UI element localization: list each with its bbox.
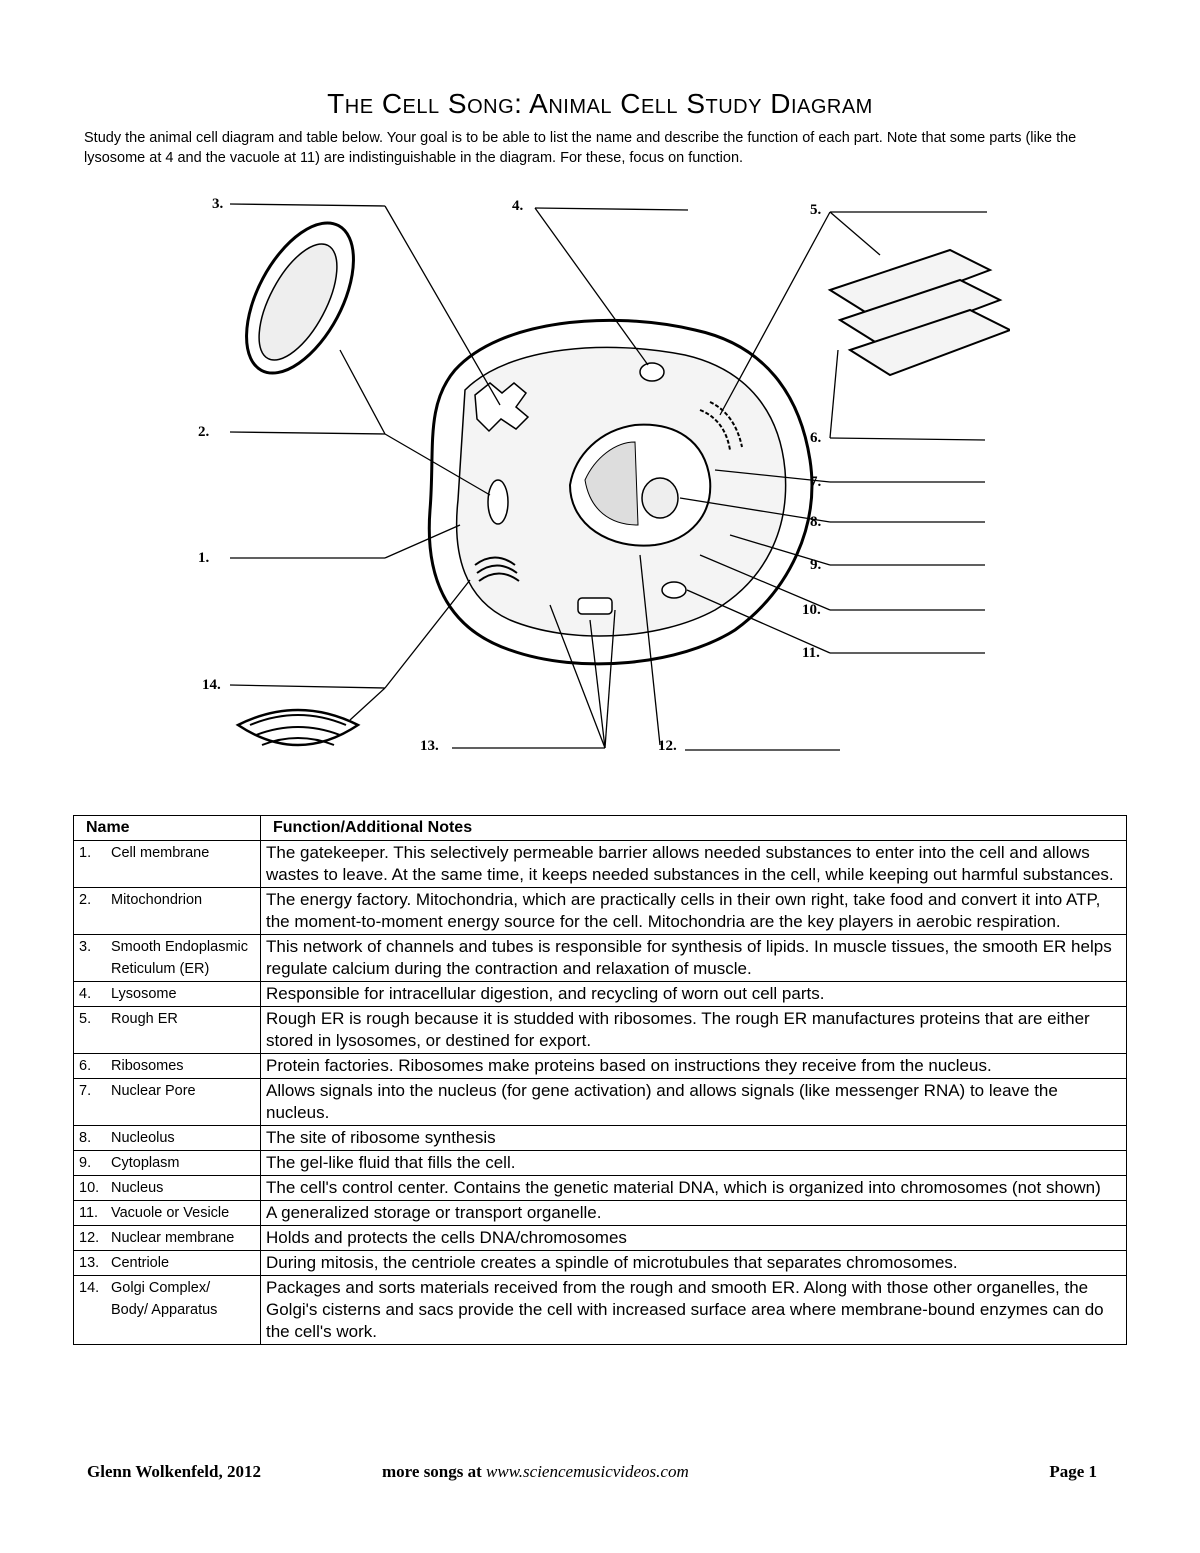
row-name: Ribosomes: [111, 1055, 251, 1077]
row-notes: During mitosis, the centriole creates a …: [261, 1251, 1127, 1276]
row-number: 12.: [79, 1227, 111, 1249]
row-notes: Allows signals into the nucleus (for gen…: [261, 1079, 1127, 1126]
header-name: Name: [74, 816, 261, 841]
row-number: 4.: [79, 983, 111, 1005]
row-name: Nuclear Pore: [111, 1080, 251, 1102]
diagram-label-1: 1.: [198, 550, 210, 566]
table-row: 8.Nucleolus The site of ribosome synthesi…: [74, 1126, 1127, 1151]
row-name: Lysosome: [111, 983, 251, 1005]
row-notes: The cell's control center. Contains the …: [261, 1176, 1127, 1201]
row-notes: Holds and protects the cells DNA/chromos…: [261, 1226, 1127, 1251]
row-notes: Packages and sorts materials received fr…: [261, 1276, 1127, 1345]
table-row: 6.Ribosomes Protein factories. Ribosomes …: [74, 1054, 1127, 1079]
row-notes: The site of ribosome synthesis: [261, 1126, 1127, 1151]
row-name: Cell membrane: [111, 842, 251, 864]
diagram-label-5: 5.: [810, 202, 822, 218]
footer-more-songs: more songs at www.sciencemusicvideos.com: [382, 1462, 689, 1482]
mitochondrion-detail: [224, 206, 375, 390]
row-number: 7.: [79, 1080, 111, 1102]
row-name: Cytoplasm: [111, 1152, 251, 1174]
row-name: Centriole: [111, 1252, 251, 1274]
table-row: 4.Lysosome Responsible for intracellular …: [74, 982, 1127, 1007]
row-name: Nucleolus: [111, 1127, 251, 1149]
table-row: 7.Nuclear Pore Allows signals into the nu…: [74, 1079, 1127, 1126]
table-row: 13.Centriole During mitosis, the centriol…: [74, 1251, 1127, 1276]
header-notes: Function/Additional Notes: [261, 816, 1127, 841]
rough-er-detail: [830, 250, 1010, 375]
row-number: 14.: [79, 1277, 111, 1299]
table-row: 12.Nuclear membrane Holds and protects th…: [74, 1226, 1127, 1251]
row-notes: The energy factory. Mitochondria, which …: [261, 888, 1127, 935]
row-notes: Responsible for intracellular digestion,…: [261, 982, 1127, 1007]
row-name: Golgi Complex/ Body/ Apparatus: [111, 1277, 251, 1321]
footer-more-prefix: more songs at: [382, 1462, 486, 1481]
diagram-label-7: 7.: [810, 474, 822, 490]
row-notes: Protein factories. Ribosomes make protei…: [261, 1054, 1127, 1079]
table-row: 10.Nucleus The cell's control center. Con…: [74, 1176, 1127, 1201]
diagram-label-11: 11.: [802, 645, 820, 661]
intro-text: Study the animal cell diagram and table …: [84, 128, 1124, 168]
golgi-detail: [238, 710, 358, 745]
table-row: 2.Mitochondrion The energy factory. Mitoc…: [74, 888, 1127, 935]
row-notes: The gel-like fluid that fills the cell.: [261, 1151, 1127, 1176]
footer-page-number: Page 1: [1049, 1462, 1097, 1482]
parts-table: Name Function/Additional Notes 1.Cell me…: [73, 815, 1127, 1345]
centriole: [578, 598, 612, 614]
row-number: 8.: [79, 1127, 111, 1149]
table-header-row: Name Function/Additional Notes: [74, 816, 1127, 841]
row-number: 11.: [79, 1202, 111, 1224]
diagram-label-9: 9.: [810, 557, 822, 573]
table-row: 5.Rough ER Rough ER is rough because it i…: [74, 1007, 1127, 1054]
diagram-label-10: 10.: [802, 602, 821, 618]
row-name: Nucleus: [111, 1177, 251, 1199]
footer-website-link[interactable]: www.sciencemusicvideos.com: [486, 1462, 689, 1481]
row-number: 13.: [79, 1252, 111, 1274]
row-name: Smooth Endoplasmic Reticulum (ER): [111, 936, 251, 980]
row-number: 6.: [79, 1055, 111, 1077]
lysosome: [640, 363, 664, 381]
diagram-label-14: 14.: [202, 677, 221, 693]
row-notes: This network of channels and tubes is re…: [261, 935, 1127, 982]
row-number: 1.: [79, 842, 111, 864]
row-number: 5.: [79, 1008, 111, 1030]
row-number: 3.: [79, 936, 111, 958]
row-number: 10.: [79, 1177, 111, 1199]
row-number: 9.: [79, 1152, 111, 1174]
row-notes: A generalized storage or transport organ…: [261, 1201, 1127, 1226]
row-number: 2.: [79, 889, 111, 911]
vacuole: [662, 582, 686, 598]
row-name: Mitochondrion: [111, 889, 251, 911]
diagram-label-12: 12.: [658, 738, 677, 754]
diagram-label-3: 3.: [212, 196, 224, 212]
row-name: Vacuole or Vesicle: [111, 1202, 251, 1224]
diagram-label-4: 4.: [512, 198, 524, 214]
table-row: 3.Smooth Endoplasmic Reticulum (ER)This …: [74, 935, 1127, 982]
row-name: Nuclear membrane: [111, 1227, 251, 1249]
diagram-label-6: 6.: [810, 430, 822, 446]
diagram-label-13: 13.: [420, 738, 439, 754]
row-notes: Rough ER is rough because it is studded …: [261, 1007, 1127, 1054]
diagram-label-8: 8.: [810, 514, 822, 530]
table-row: 9.Cytoplasm The gel-like fluid that fills…: [74, 1151, 1127, 1176]
page-title: The Cell Song: Animal Cell Study Diagram: [0, 88, 1200, 120]
table-row: 1.Cell membrane The gatekeeper. This sele…: [74, 841, 1127, 888]
mitochondrion-small: [488, 480, 508, 524]
row-name: Rough ER: [111, 1008, 251, 1030]
footer-author: Glenn Wolkenfeld, 2012: [87, 1462, 261, 1482]
nucleolus: [642, 478, 678, 518]
row-notes: The gatekeeper. This selectively permeab…: [261, 841, 1127, 888]
diagram-label-2: 2.: [198, 424, 210, 440]
table-row: 11.Vacuole or Vesicle A generalized stora…: [74, 1201, 1127, 1226]
animal-cell-diagram: 1. 2. 3. 4. 5. 6. 7. 8. 9. 10. 11. 12. 1…: [190, 180, 1010, 780]
